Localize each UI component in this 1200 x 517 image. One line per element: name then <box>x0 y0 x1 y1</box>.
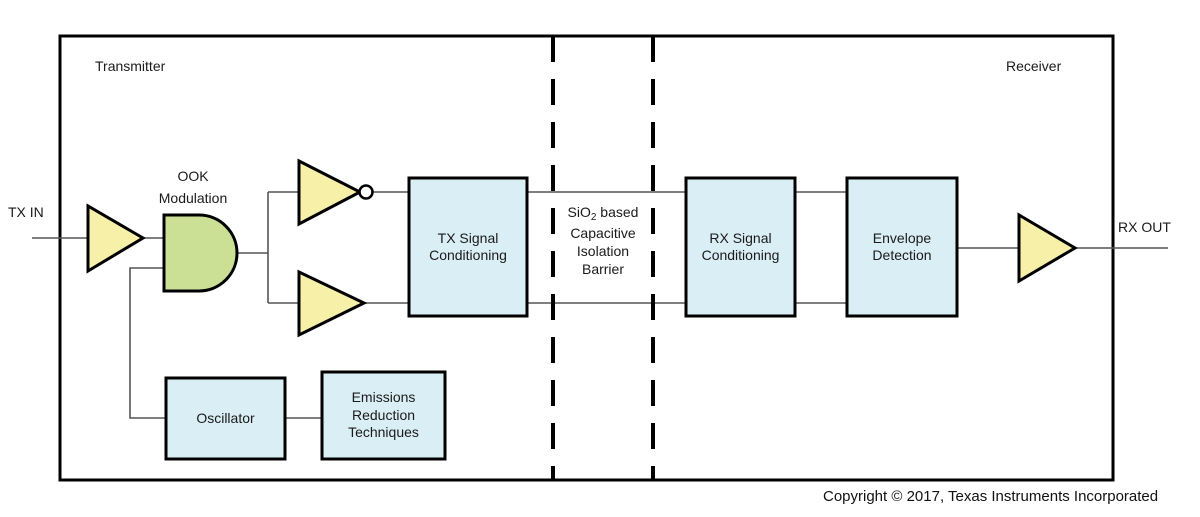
gate-input-buffer[interactable] <box>86 203 146 274</box>
block-emissions-reduction[interactable] <box>320 370 447 461</box>
tx-in-port-label: TX IN <box>8 204 44 220</box>
isolation-barrier-caption: SiO2 based Capacitive Isolation Barrier <box>556 203 650 279</box>
gate-output-buffer[interactable] <box>1017 212 1078 284</box>
block-tx-signal-conditioning[interactable] <box>407 176 529 318</box>
inverter-bubble-icon <box>358 184 374 200</box>
barrier-caption-line2: Capacitive <box>570 225 636 241</box>
barrier-caption-line3: Isolation <box>576 243 630 260</box>
gate-and[interactable] <box>162 213 239 293</box>
block-rx-signal-conditioning[interactable] <box>684 176 797 318</box>
block-oscillator[interactable] <box>164 376 287 461</box>
wire-oscillator-to-and <box>129 267 166 419</box>
block-envelope-detection[interactable] <box>845 176 959 318</box>
ook-modulation-label-line2: Modulation <box>158 190 228 206</box>
rx-out-port-label: RX OUT <box>1118 219 1171 235</box>
transmitter-label: Transmitter <box>95 58 166 74</box>
outer-frame <box>58 34 1115 482</box>
ook-modulation-label-line1: OOK <box>177 168 209 184</box>
isolation-barrier-lines <box>551 36 655 480</box>
gate-tx-buffer[interactable] <box>297 269 368 338</box>
barrier-caption-line1: SiO2 based <box>567 204 639 223</box>
gate-inverter[interactable] <box>297 158 364 227</box>
receiver-label: Receiver <box>1006 58 1062 74</box>
copyright-notice: Copyright © 2017, Texas Instruments Inco… <box>823 488 1159 505</box>
barrier-caption-line4: Barrier <box>581 261 624 278</box>
